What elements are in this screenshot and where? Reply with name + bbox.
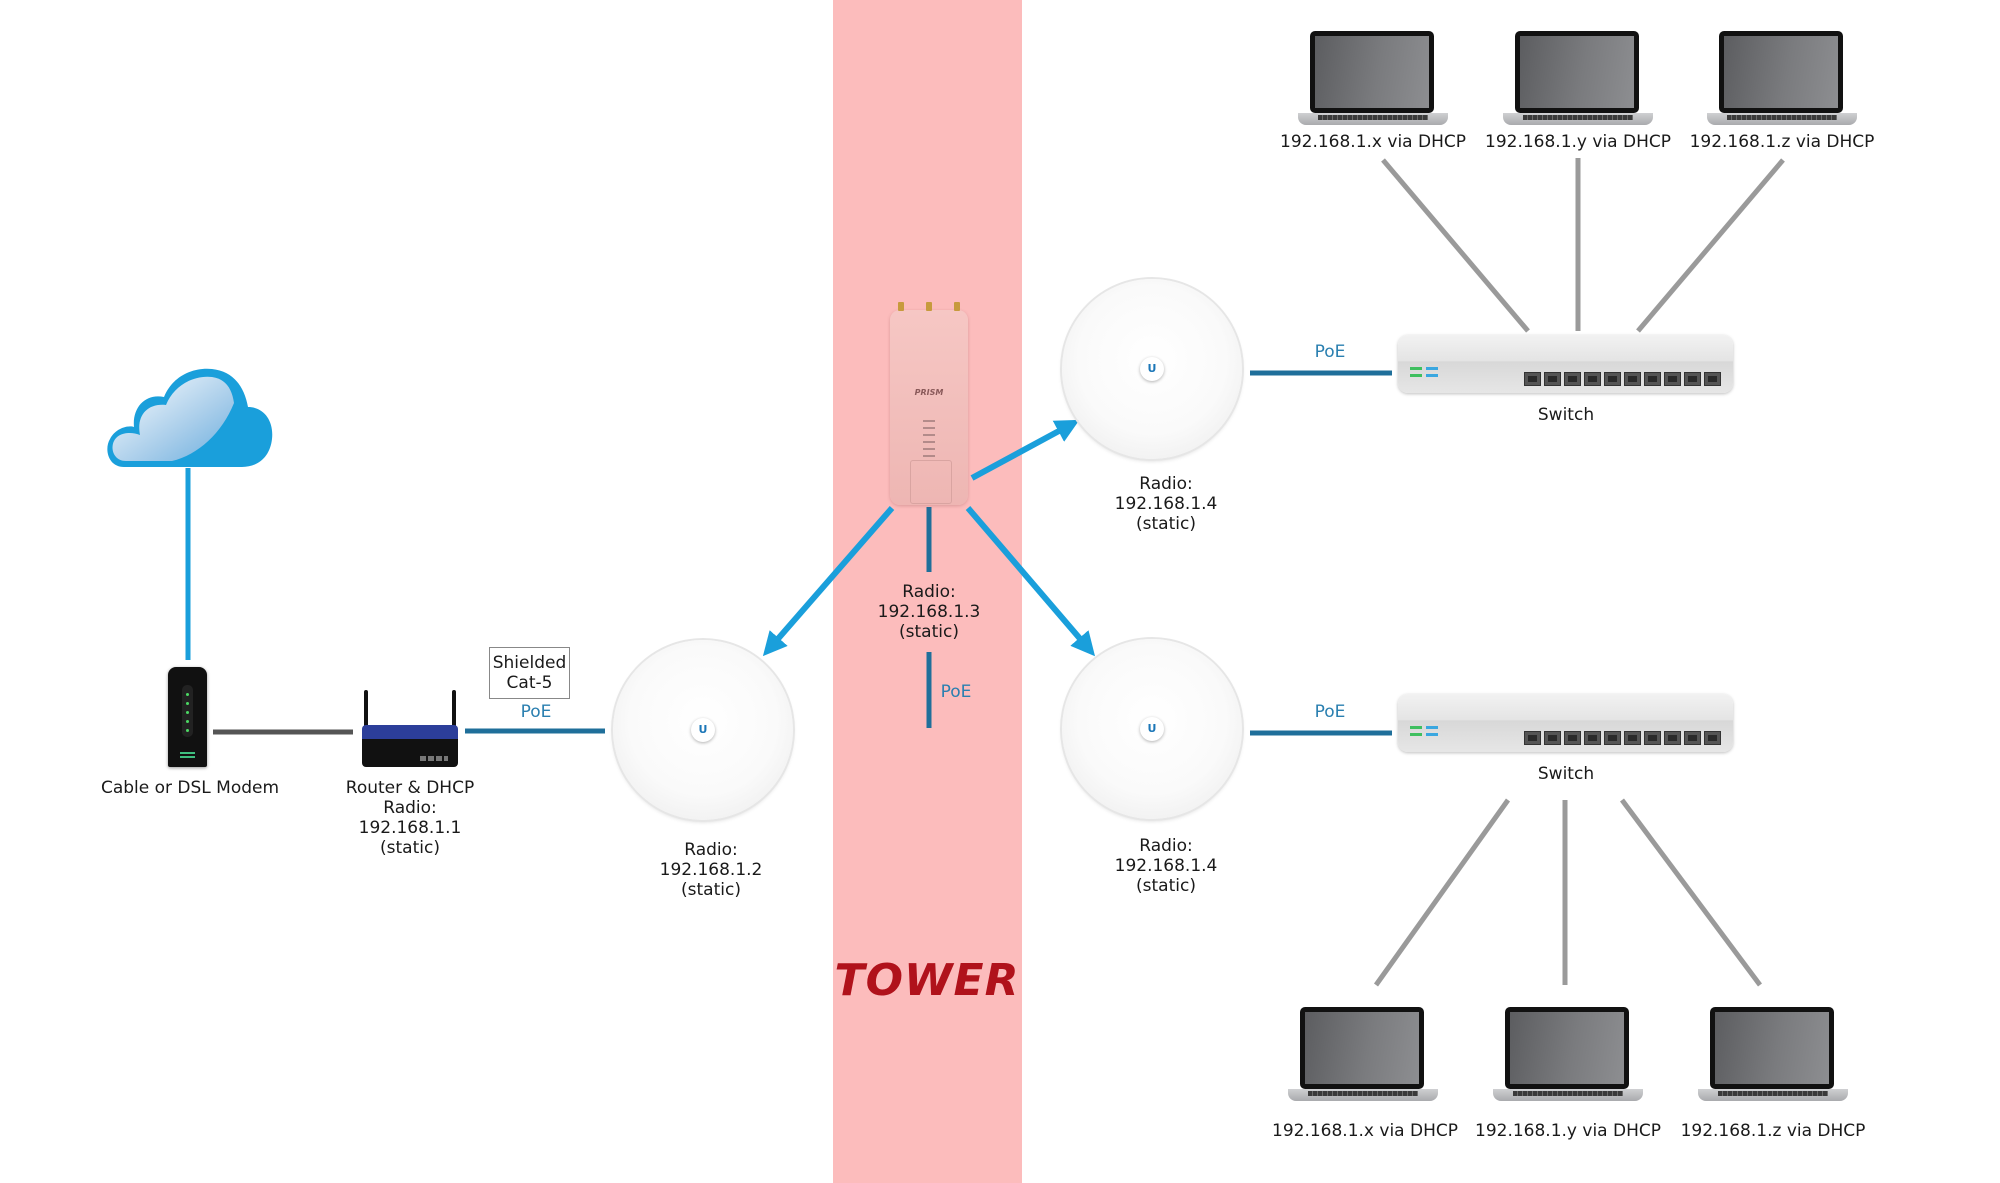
tower-label: TOWER [834,955,1020,1006]
switch-top-client-x-cable [1381,158,1530,333]
laptop-icon [1698,1007,1848,1111]
ap-brand: PRISM [914,388,944,397]
cloud-icon [107,368,273,467]
ubiquiti-logo-icon: U [1140,357,1164,381]
switch-icon [1398,335,1733,393]
cable-type-note: Shielded Cat-5 [489,647,570,699]
radio-label-line: (static) [899,622,959,642]
switch-bottom-client-x-cable [1373,798,1511,987]
router-label-line: 192.168.1.1 [358,818,462,838]
switch-icon [1398,694,1733,752]
switch-ports [1524,731,1721,745]
radio-label-line: 192.168.1.4 [1114,856,1218,876]
client-top-z-label: 192.168.1.z via DHCP [1689,132,1875,152]
dish-antenna-icon: U [1062,639,1242,819]
radio-label-line: Radio: [902,582,956,602]
poe-label-tower: PoE [940,682,972,702]
client-top-y-label: 192.168.1.y via DHCP [1485,132,1671,152]
wireless-link-right-top [970,419,1080,481]
radio-label-line: 192.168.1.2 [659,860,763,880]
radio-label-line: (static) [681,880,741,900]
tower-zone [833,0,1022,1183]
radio-label-line: (static) [1136,876,1196,896]
dish-antenna-icon: U [613,640,793,820]
radio-left-label: Radio: 192.168.1.2 (static) [660,840,763,900]
client-bottom-z-label: 192.168.1.z via DHCP [1680,1121,1866,1141]
laptop-icon [1298,31,1448,135]
radio-label-line: 192.168.1.3 [877,602,981,622]
switch-ports [1524,372,1721,386]
router-label-line: (static) [380,838,440,858]
cable-note-line: Cat-5 [506,673,553,693]
poe-label-router: PoE [520,702,552,722]
router-icon [362,690,458,767]
router-label-line: Radio: [383,798,437,818]
dish-antenna-icon: U [1062,279,1242,459]
radio-right-bottom-label: Radio: 192.168.1.4 (static) [1115,836,1218,896]
switch-bottom-client-z-cable [1619,798,1763,987]
wireless-link-left [762,506,895,657]
switch-top-client-z-cable [1636,158,1785,333]
router-label-line: Router & DHCP [345,778,475,798]
modem-icon [168,667,207,767]
laptop-icon [1707,31,1857,135]
radio-right-top-label: Radio: 192.168.1.4 (static) [1115,474,1218,534]
radio-label-line: Radio: [1139,836,1193,856]
ubiquiti-logo-icon: U [691,718,715,742]
laptop-icon [1503,31,1653,135]
radio-label-line: Radio: [1139,474,1193,494]
client-top-x-label: 192.168.1.x via DHCP [1280,132,1466,152]
poe-label-switch-bottom: PoE [1314,702,1346,722]
access-point-icon: PRISM [890,302,968,505]
laptop-icon [1493,1007,1643,1111]
client-bottom-y-label: 192.168.1.y via DHCP [1475,1121,1661,1141]
switch-top-label: Switch [1537,405,1595,425]
radio-label-line: 192.168.1.4 [1114,494,1218,514]
ubiquiti-logo-icon: U [1140,717,1164,741]
modem-label: Cable or DSL Modem [100,778,280,798]
laptop-icon [1288,1007,1438,1111]
wireless-link-right-bottom [965,506,1096,657]
radio-label-line: Radio: [684,840,738,860]
radio-tower-label: Radio: 192.168.1.3 (static) [878,582,981,642]
router-label: Router & DHCP Radio: 192.168.1.1 (static… [346,778,474,858]
radio-label-line: (static) [1136,514,1196,534]
cable-note-line: Shielded [492,653,567,673]
client-bottom-x-label: 192.168.1.x via DHCP [1272,1121,1458,1141]
switch-bottom-label: Switch [1537,764,1595,784]
poe-label-switch-top: PoE [1314,342,1346,362]
